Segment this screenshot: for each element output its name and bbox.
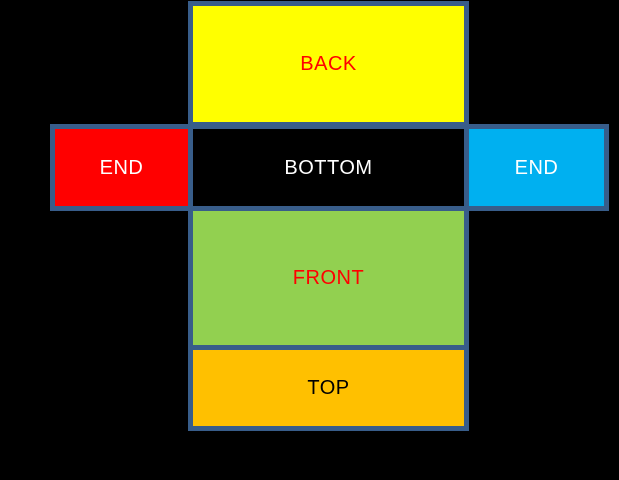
panel-front: FRONT xyxy=(188,206,469,350)
panel-bottom: BOTTOM xyxy=(188,124,469,211)
panel-end-left-label: END xyxy=(99,156,144,179)
panel-top: TOP xyxy=(188,345,469,431)
panel-end-left: END xyxy=(50,124,193,211)
panel-front-label: FRONT xyxy=(292,267,365,289)
panel-back: BACK xyxy=(188,1,469,127)
panel-back-label: BACK xyxy=(300,53,357,75)
panel-bottom-label: BOTTOM xyxy=(284,156,373,179)
panel-end-right-label: END xyxy=(514,156,559,179)
panel-top-label: TOP xyxy=(307,377,350,399)
panel-end-right: END xyxy=(464,124,609,211)
